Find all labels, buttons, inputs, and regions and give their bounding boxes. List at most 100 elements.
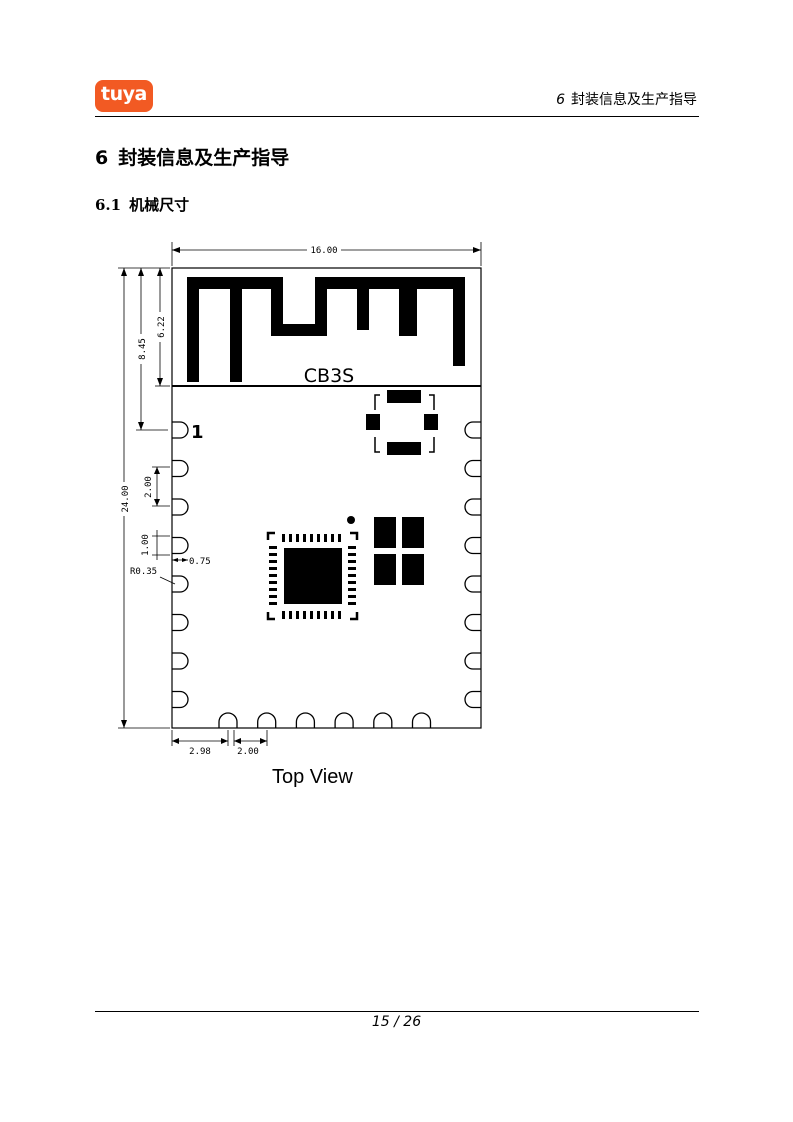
- castellated-pad: [172, 421, 189, 439]
- castellated-pad: [464, 459, 481, 478]
- svg-text:2.00: 2.00: [144, 476, 154, 498]
- chip-pad: [348, 574, 356, 577]
- castellated-pad: [411, 712, 432, 728]
- component-footprint-small: [366, 390, 438, 455]
- svg-text:8.45: 8.45: [138, 338, 148, 360]
- qfn-chip: [266, 516, 359, 621]
- dim-pin-length: 1.00: [141, 530, 170, 560]
- svg-text:16.00: 16.00: [310, 246, 337, 256]
- svg-text:R0.35: R0.35: [130, 567, 157, 577]
- castellated-pad: [464, 613, 481, 632]
- castellated-pad: [373, 712, 393, 728]
- chip-pad: [269, 546, 277, 549]
- chip-pad: [331, 611, 334, 619]
- chip-pad: [348, 588, 356, 591]
- castellated-pad: [334, 712, 354, 728]
- pin1-dot: [347, 516, 355, 524]
- castellated-pad: [172, 498, 189, 516]
- chip-pad: [282, 611, 285, 619]
- chip-pad: [282, 534, 285, 542]
- svg-text:2.00: 2.00: [237, 747, 259, 757]
- chip-pad: [269, 588, 277, 591]
- logo-text: tuya: [101, 83, 147, 105]
- chip-pad: [310, 534, 313, 542]
- section-heading-number: 6: [95, 147, 109, 169]
- chip-pad: [289, 534, 292, 542]
- header-divider: [95, 116, 699, 117]
- chip-pad: [348, 567, 356, 570]
- castellated-pad: [172, 575, 189, 593]
- svg-text:24.00: 24.00: [121, 485, 131, 512]
- page-number: 15 / 26: [371, 1014, 422, 1030]
- chip-pad: [269, 574, 277, 577]
- castellated-pad: [464, 498, 481, 516]
- svg-text:0.75: 0.75: [189, 557, 211, 567]
- svg-text:6.22: 6.22: [157, 316, 167, 338]
- drawing-caption: Top View: [272, 766, 353, 788]
- chip-pad: [289, 611, 292, 619]
- castellated-pad: [172, 459, 189, 478]
- castellated-pad: [172, 536, 189, 555]
- chip-pad: [269, 602, 277, 605]
- castellated-pad: [172, 652, 189, 670]
- subsection-heading-number: 6.1: [95, 196, 122, 214]
- footer-divider: [95, 1011, 699, 1012]
- chip-pad: [269, 595, 277, 598]
- dim-width: 16.00: [171, 242, 482, 266]
- chip-pad: [317, 611, 320, 619]
- svg-text:1.00: 1.00: [141, 534, 151, 556]
- castellated-pad: [172, 690, 189, 709]
- chip-pad: [324, 534, 327, 542]
- chip-pad: [310, 611, 313, 619]
- chip-pad: [303, 534, 306, 542]
- dim-pin-pitch: 2.00: [144, 466, 170, 507]
- mechanical-drawing: CB3S 1 16.00 24.: [118, 242, 482, 757]
- castellated-pad: [464, 421, 481, 439]
- dim-bottom: 2.98 2.00: [171, 730, 268, 757]
- subsection-heading-title: 机械尺寸: [129, 196, 190, 214]
- dim-pin-width: 0.75: [172, 557, 211, 567]
- castellated-pad: [172, 613, 189, 632]
- chip-pad: [269, 553, 277, 556]
- svg-text:2.98: 2.98: [189, 747, 211, 757]
- dim-pin-radius: R0.35: [130, 567, 176, 585]
- castellated-pad: [218, 712, 238, 728]
- left-pads: [172, 421, 189, 709]
- section-heading: 6 封装信息及生产指导: [95, 143, 289, 170]
- bottom-pads: [218, 712, 432, 728]
- chip-pad: [348, 602, 356, 605]
- castellated-pad: [464, 536, 481, 555]
- chip-pad: [348, 553, 356, 556]
- chip-pad: [348, 546, 356, 549]
- chip-pad: [348, 560, 356, 563]
- chip-pad: [338, 611, 341, 619]
- chip-pad: [348, 581, 356, 584]
- section-heading-title: 封装信息及生产指导: [118, 147, 290, 169]
- antenna-trace: [187, 277, 465, 382]
- chip-pad: [269, 581, 277, 584]
- tuya-logo: tuya: [95, 80, 153, 112]
- chip-pad: [296, 611, 299, 619]
- castellated-pad: [464, 652, 481, 670]
- crystal-footprint: [374, 517, 424, 585]
- castellated-pad: [295, 712, 316, 728]
- chip-pad: [338, 534, 341, 542]
- chip-pad: [269, 567, 277, 570]
- header-section-number: 6: [556, 92, 565, 108]
- castellated-pad: [257, 712, 277, 728]
- module-label: CB3S: [304, 365, 354, 387]
- chip-pad: [348, 595, 356, 598]
- running-header: 6 封装信息及生产指导: [556, 89, 697, 109]
- dim-height: 24.00: [118, 267, 170, 729]
- right-pads: [464, 421, 481, 709]
- pin1-label: 1: [191, 422, 204, 443]
- dim-antenna-height: 6.22: [154, 268, 170, 387]
- module-outline: [171, 267, 482, 729]
- chip-pad: [331, 534, 334, 542]
- chip-pad: [324, 611, 327, 619]
- castellated-pad: [464, 690, 481, 709]
- header-section-title: 封装信息及生产指导: [571, 92, 697, 108]
- subsection-heading: 6.1 机械尺寸: [95, 194, 189, 215]
- dim-pin1-offset: 8.45: [135, 268, 168, 431]
- chip-pad: [269, 560, 277, 563]
